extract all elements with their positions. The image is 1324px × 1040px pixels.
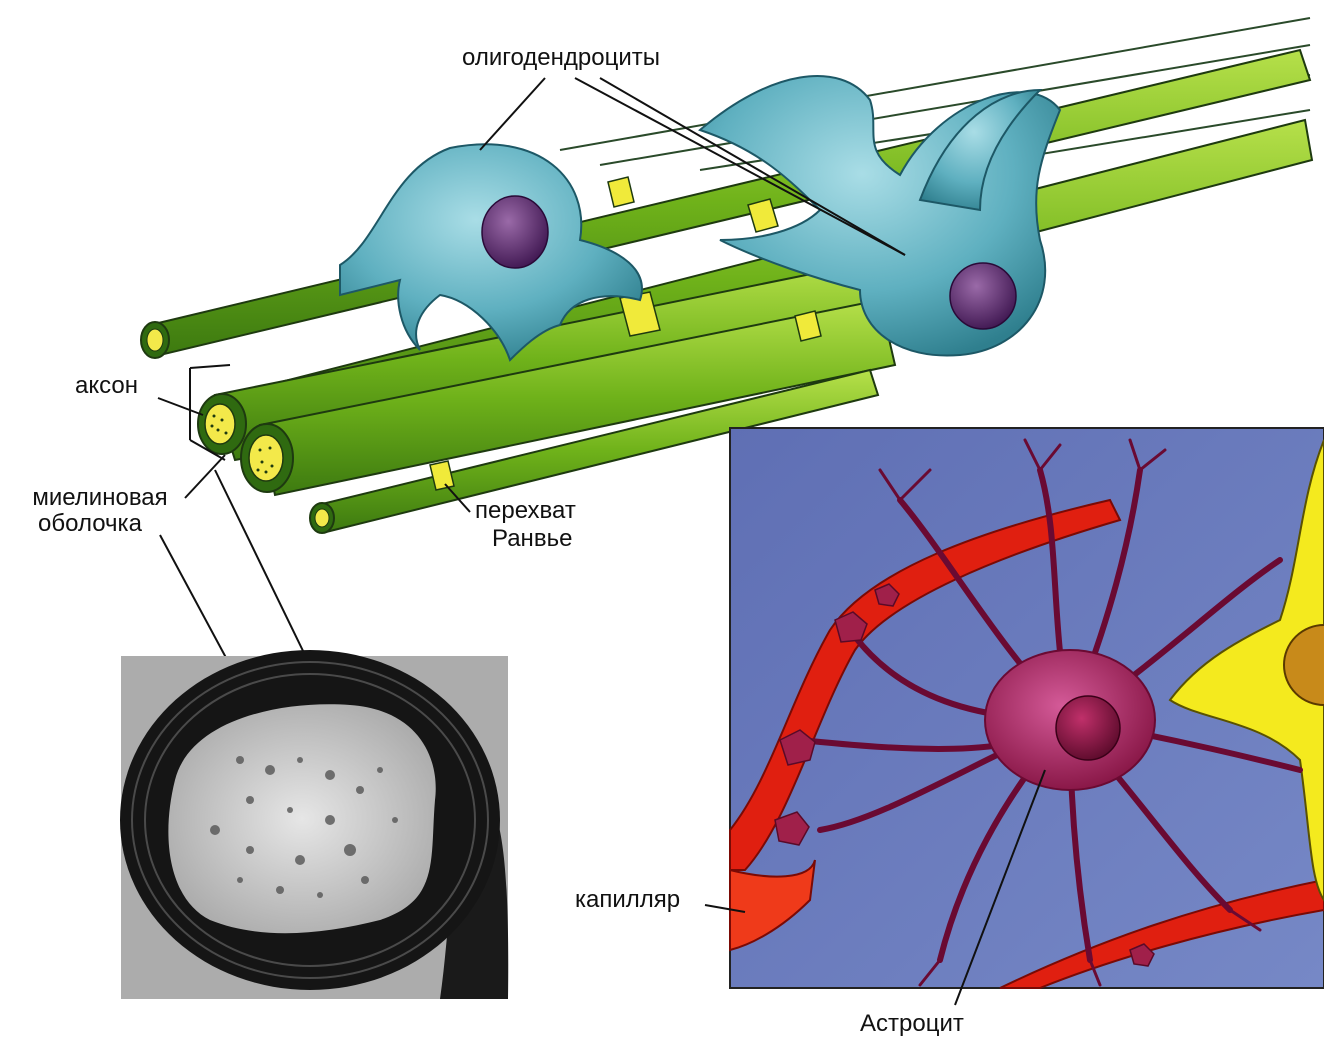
astrocyte-panel xyxy=(705,428,1324,1005)
nucleus xyxy=(482,196,548,268)
label-capillary: капилляр xyxy=(575,886,680,914)
label-myelin-sheath-line2: оболочка xyxy=(10,510,170,538)
astrocyte-nucleus xyxy=(1056,696,1120,760)
label-myelin-sheath-line1: миелиновая xyxy=(10,484,190,512)
label-astrocyte: Астроцит xyxy=(860,1010,964,1038)
nucleus xyxy=(950,263,1016,329)
label-axon: аксон xyxy=(75,372,138,400)
label-node-of-ranvier-line2: Ранвье xyxy=(492,525,572,553)
node-of-ranvier xyxy=(608,177,634,207)
label-node-of-ranvier-line1: перехват xyxy=(475,497,576,525)
electron-micrograph xyxy=(120,650,508,999)
label-oligodendrocytes: олигодендроциты xyxy=(462,44,660,72)
